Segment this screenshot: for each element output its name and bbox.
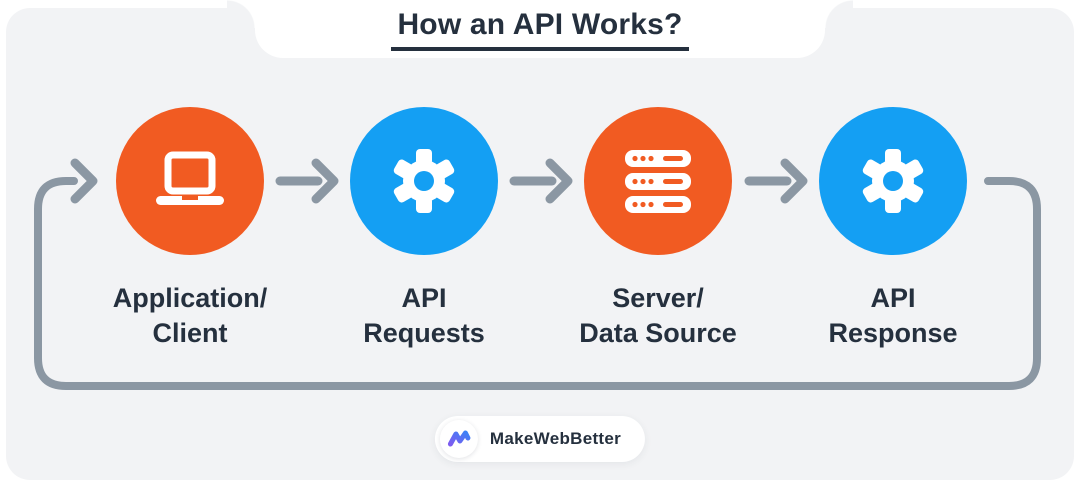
step-label-line2: Data Source [579, 318, 737, 349]
step-circle [584, 107, 732, 255]
step-label-line2: Client [152, 318, 228, 349]
tab-left-curve [227, 0, 255, 28]
step-server-data-source: Server/ Data Source [538, 107, 778, 351]
step-label-line1: API [401, 283, 447, 313]
step-label-line2: Response [828, 318, 958, 349]
server-icon [625, 149, 691, 213]
brand-badge: MakeWebBetter [434, 416, 646, 462]
step-label-line2: Requests [363, 318, 485, 349]
step-label: Server/ Data Source [538, 281, 778, 351]
step-api-requests: API Requests [304, 107, 544, 351]
step-application-client: Application/ Client [70, 107, 310, 351]
step-label: Application/ Client [70, 281, 310, 351]
tab-right-curve [825, 0, 853, 28]
brand-logo [439, 420, 478, 458]
makewebbetter-logo-icon [447, 430, 471, 447]
gear-icon [393, 149, 455, 213]
brand-name: MakeWebBetter [489, 429, 622, 448]
step-label-line1: Server/ [612, 283, 704, 313]
step-api-response: API Response [773, 107, 1013, 351]
step-label: API Response [773, 281, 1013, 351]
step-label-line1: Application/ [112, 283, 268, 313]
step-label-line1: API [870, 283, 916, 313]
page-title: How an API Works? [391, 8, 689, 51]
step-circle [116, 107, 264, 255]
title-tab: How an API Works? [227, 0, 853, 58]
step-circle [819, 107, 967, 255]
gear-icon [862, 149, 924, 213]
laptop-icon [156, 151, 224, 205]
step-circle [350, 107, 498, 255]
step-label: API Requests [304, 281, 544, 351]
